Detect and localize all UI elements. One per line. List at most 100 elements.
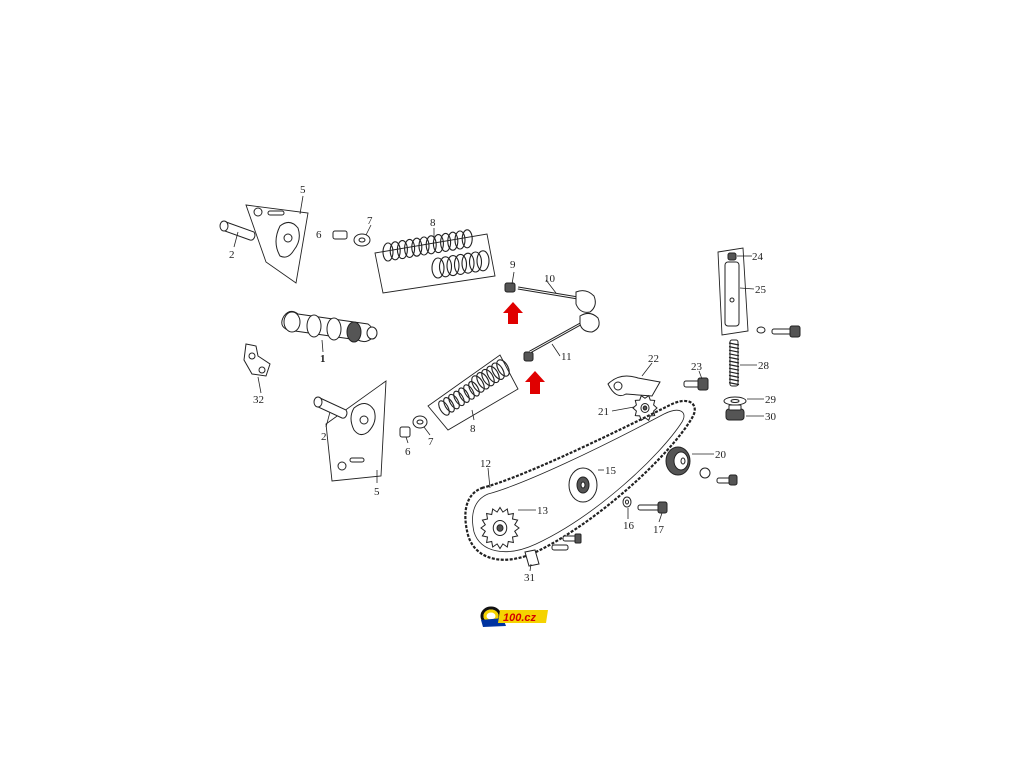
spring-coil bbox=[382, 242, 394, 262]
part-2-rocker-shaft-bottom bbox=[313, 396, 348, 419]
callout-21: 21 bbox=[598, 406, 609, 418]
part-25-chain-guide bbox=[717, 247, 749, 336]
part-16-washer bbox=[622, 496, 632, 508]
spring-coil bbox=[404, 238, 416, 258]
callout-7: 7 bbox=[367, 215, 373, 227]
callout-16: 16 bbox=[623, 520, 635, 532]
spring-coil bbox=[476, 372, 490, 390]
rod-coil-turn bbox=[728, 360, 740, 364]
spring-coil bbox=[411, 237, 423, 257]
spring-coil bbox=[440, 232, 452, 252]
callout-17: 17 bbox=[653, 524, 665, 536]
part-6-valve-cotter-bottom bbox=[399, 426, 411, 438]
spring-coil bbox=[471, 375, 485, 393]
part-29-washer bbox=[723, 396, 747, 406]
rod-coil-turn bbox=[728, 367, 740, 371]
callout-1: 1 bbox=[320, 353, 326, 365]
callout-2: 2 bbox=[229, 249, 235, 261]
spring-coil bbox=[491, 362, 505, 380]
spring-coil bbox=[446, 255, 460, 277]
part-2-rocker-shaft-top bbox=[219, 220, 256, 241]
callout-6: 6 bbox=[316, 229, 322, 241]
spring-coil bbox=[458, 387, 470, 403]
part-23-tensioner-bolt bbox=[683, 377, 709, 391]
spring-coil bbox=[453, 390, 465, 407]
part-6-valve-cotter-top bbox=[332, 230, 348, 240]
callout-24: 24 bbox=[752, 251, 764, 263]
rod-coil-turn bbox=[728, 346, 740, 350]
spring-coil bbox=[454, 230, 466, 250]
spring-coil bbox=[389, 241, 401, 261]
callout-8b: 8 bbox=[470, 423, 476, 435]
spring-coil bbox=[468, 251, 483, 273]
callout-30: 30 bbox=[765, 411, 777, 423]
part-22-chain-tensioner-arm bbox=[607, 375, 661, 397]
sprocket-bore bbox=[642, 405, 648, 411]
part-17-roller-bolt bbox=[637, 501, 668, 514]
spring-coil bbox=[453, 253, 468, 275]
part-13-crank-sprocket bbox=[480, 506, 520, 550]
spring-coil bbox=[461, 252, 475, 274]
sprocket-bore bbox=[496, 524, 504, 532]
logo-text: 100.cz bbox=[503, 612, 537, 624]
highlight-arrow-seal-bottom bbox=[525, 371, 545, 394]
spring-coil bbox=[431, 257, 445, 279]
callout-28: 28 bbox=[758, 360, 770, 372]
callout-9: 9 bbox=[510, 259, 516, 271]
part-12-timing-chain bbox=[464, 399, 696, 561]
spring-coil bbox=[425, 235, 437, 255]
spring-coil bbox=[476, 250, 490, 272]
rod-coil-turn bbox=[728, 374, 740, 378]
callout-8: 8 bbox=[430, 217, 436, 229]
spring-coil bbox=[486, 365, 500, 384]
spring-coil bbox=[481, 368, 495, 387]
part-8-valve-springs-top bbox=[374, 229, 496, 294]
spring-coil bbox=[496, 359, 510, 377]
callout-29: 29 bbox=[765, 394, 777, 406]
callout-20: 20 bbox=[715, 449, 727, 461]
callout-5b: 5 bbox=[374, 486, 380, 498]
part-10-intake-valve bbox=[517, 286, 596, 313]
spring-coil bbox=[448, 393, 460, 410]
rod-coil-turn bbox=[728, 353, 740, 357]
part-24-guide-bolt bbox=[727, 252, 737, 261]
part-21-tensioner-sprocket bbox=[632, 394, 658, 422]
spring-coil bbox=[432, 234, 444, 254]
callout-31: 31 bbox=[524, 572, 535, 584]
spring-coil bbox=[418, 236, 430, 256]
rod-coil-turn bbox=[728, 342, 740, 346]
part-1-camshaft bbox=[281, 310, 378, 343]
callout-22: 22 bbox=[648, 353, 659, 365]
rod-coil-turn bbox=[728, 371, 740, 375]
callout-11: 11 bbox=[561, 351, 572, 363]
spring-coil bbox=[438, 256, 453, 278]
callout-23: 23 bbox=[691, 361, 703, 373]
callout-5: 5 bbox=[300, 184, 306, 196]
rod-coil-turn bbox=[728, 378, 740, 382]
spring-coil bbox=[461, 229, 473, 249]
part-30-tensioner-cap-bolt bbox=[725, 404, 745, 421]
rod-coil-turn bbox=[728, 364, 740, 368]
spring-coil bbox=[438, 400, 450, 416]
rod-coil-turn bbox=[728, 356, 740, 360]
rod-coil-turn bbox=[728, 382, 740, 386]
callout-15: 15 bbox=[605, 465, 617, 477]
part-28-tensioner-spring-rod bbox=[728, 339, 740, 387]
spring-coil bbox=[468, 381, 480, 397]
part-11-exhaust-valve bbox=[523, 312, 600, 362]
callout-32: 32 bbox=[253, 394, 264, 406]
part-9-valve-stem-seal bbox=[504, 282, 516, 293]
part-15-cam-sprocket bbox=[568, 467, 598, 503]
spring-coil bbox=[443, 397, 455, 413]
callout-12: 12 bbox=[480, 458, 491, 470]
spring-coil bbox=[463, 384, 475, 400]
part-7-spring-retainer-bottom bbox=[412, 415, 428, 429]
spring-coil bbox=[447, 231, 459, 251]
callout-13: 13 bbox=[537, 505, 549, 517]
callout-7b: 7 bbox=[428, 436, 434, 448]
callout-2b: 2 bbox=[321, 431, 327, 443]
part-31-dowel-pin bbox=[524, 533, 582, 567]
part-8-valve-springs-bottom bbox=[427, 354, 519, 431]
highlight-arrow-seal-top bbox=[503, 302, 523, 324]
